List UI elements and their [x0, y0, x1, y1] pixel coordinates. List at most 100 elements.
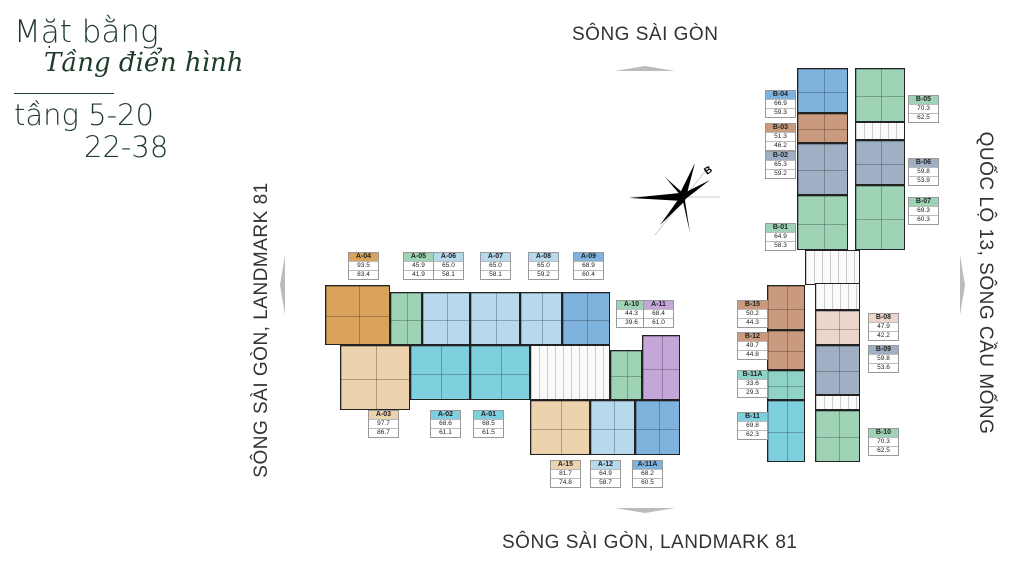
- unit-area-net: 29.3: [738, 388, 767, 397]
- unit-area-gross: 70.3: [909, 104, 938, 113]
- unit-a-06: [422, 292, 470, 345]
- direction-right: QUỐC LỘ 13, SÔNG CẦU MỐNG: [975, 131, 996, 435]
- unit-area-gross: 68.6: [431, 419, 460, 428]
- unit-code: A-12: [591, 461, 620, 469]
- unit-b-01: [797, 195, 848, 250]
- arrow-right-icon: [960, 255, 965, 315]
- unit-area-net: 46.2: [766, 141, 795, 150]
- unit-code: A-05: [404, 253, 433, 261]
- unit-area-gross: 65.0: [434, 261, 463, 270]
- unit-area-gross: 68.9: [574, 261, 603, 270]
- core-stairs: [530, 345, 610, 400]
- core-stairs: [815, 283, 860, 310]
- unit-area-net: 39.6: [617, 318, 646, 327]
- unit-a-08: [520, 292, 562, 345]
- unit-area-net: 44.8: [738, 350, 767, 359]
- unit-b-08: [815, 310, 860, 345]
- unit-area-gross: 97.7: [369, 419, 398, 428]
- unit-code: B-11A: [738, 371, 767, 379]
- unit-area-net: 62.5: [869, 446, 898, 455]
- unit-area-gross: 50.2: [738, 309, 767, 318]
- unit-b-02: [797, 143, 848, 195]
- unit-area-net: 41.9: [404, 270, 433, 279]
- unit-code: B-04: [766, 91, 795, 99]
- unit-a-11a: [635, 400, 680, 455]
- unit-a-05: [390, 292, 422, 345]
- title-line2: Tầng điển hình: [44, 48, 244, 78]
- unit-code: B-11: [738, 413, 767, 421]
- direction-bottom: SÔNG SÀI GÒN, LANDMARK 81: [502, 532, 798, 553]
- unit-code: A-11: [644, 301, 673, 309]
- unit-b-07: [855, 185, 905, 250]
- unit-area-net: 60.3: [909, 215, 938, 224]
- unit-area-gross: 70.3: [869, 437, 898, 446]
- unit-area-gross: 51.3: [766, 132, 795, 141]
- unit-area-gross: 44.3: [617, 309, 646, 318]
- unit-a-11: [642, 335, 680, 400]
- unit-code: B-08: [869, 314, 898, 322]
- compass-rose-icon: B: [630, 163, 720, 236]
- unit-area-net: 62.5: [909, 113, 938, 122]
- unit-a-15: [530, 400, 590, 455]
- unit-area-gross: 65.3: [766, 160, 795, 169]
- unit-area-net: 42.2: [869, 331, 898, 340]
- unit-code: B-06: [909, 159, 938, 167]
- unit-code: A-07: [481, 253, 510, 261]
- unit-area-net: 59.3: [766, 108, 795, 117]
- compass-north-label: B: [702, 164, 714, 177]
- unit-area-gross: 59.8: [869, 354, 898, 363]
- unit-code: A-15: [551, 461, 580, 469]
- unit-area-gross: 49.7: [738, 341, 767, 350]
- unit-area-net: 53.6: [869, 363, 898, 372]
- unit-a-02: [410, 345, 470, 400]
- unit-code: B-05: [909, 96, 938, 104]
- unit-area-net: 62.3: [738, 430, 767, 439]
- unit-area-net: 83.4: [349, 270, 378, 279]
- unit-area-gross: 69.3: [909, 206, 938, 215]
- unit-code: A-03: [369, 411, 398, 419]
- unit-code: B-07: [909, 198, 938, 206]
- unit-code: B-03: [766, 124, 795, 132]
- core-stairs: [815, 395, 860, 410]
- unit-b-03: [797, 113, 848, 143]
- unit-area-gross: 69.8: [738, 421, 767, 430]
- unit-area-gross: 45.9: [404, 261, 433, 270]
- unit-area-gross: 93.5: [349, 261, 378, 270]
- unit-code: A-08: [529, 253, 558, 261]
- unit-a-01: [470, 345, 530, 400]
- unit-code: B-15: [738, 301, 767, 309]
- title-divider: [14, 93, 114, 94]
- unit-a-09: [562, 292, 610, 345]
- unit-area-gross: 68.4: [644, 309, 673, 318]
- unit-code: A-02: [431, 411, 460, 419]
- floors-range-2: 22-38: [84, 130, 169, 164]
- unit-code: A-01: [474, 411, 503, 419]
- unit-code: A-10: [617, 301, 646, 309]
- unit-area-net: 61.1: [431, 428, 460, 437]
- unit-area-gross: 66.9: [766, 99, 795, 108]
- unit-code: A-11A: [633, 461, 662, 469]
- unit-area-gross: 65.0: [529, 261, 558, 270]
- direction-top: SÔNG SÀI GÒN: [572, 24, 719, 45]
- unit-area-net: 61.0: [644, 318, 673, 327]
- unit-code: B-02: [766, 152, 795, 160]
- unit-area-net: 58.3: [766, 241, 795, 250]
